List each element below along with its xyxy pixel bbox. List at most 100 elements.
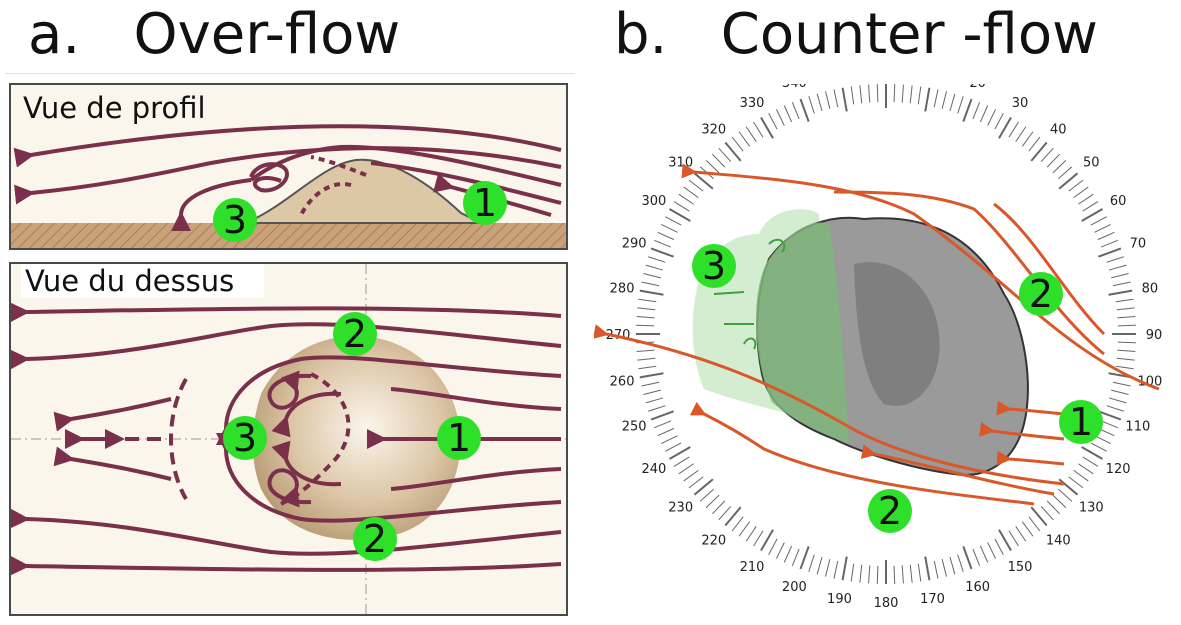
compass-tick [962,546,973,570]
compass-tick [731,136,744,152]
compass-tick [688,179,704,192]
compass-label-70: 70 [1130,236,1147,251]
compass-tick [1040,506,1054,521]
compass-tick [1117,349,1136,352]
compass-tick [1082,456,1099,467]
compass-tick [868,565,871,584]
compass-label-130: 130 [1079,500,1104,515]
compass-tick [718,506,732,521]
compass-tick [637,307,656,311]
compass-tick [1073,469,1089,482]
compass-tick [833,560,839,579]
compass-tick [775,109,785,126]
compass-tick [693,172,714,190]
streamlines [13,124,562,232]
compass-tick [1052,159,1067,174]
compass-label-230: 230 [668,500,693,515]
compass-tick [1015,126,1027,142]
marker-2-upper: 2 [333,312,377,356]
compass-tick [868,84,871,103]
compass-tick [1090,216,1107,226]
compass-tick [650,247,674,258]
compass-tick [1046,153,1061,168]
compass-tick [1030,141,1048,162]
marker-3: 3 [692,244,736,288]
compass-tick [1108,289,1133,296]
compass-tick [718,147,732,162]
marker-1: 1 [463,181,507,225]
compass-tick [917,563,922,582]
compass-tick [1117,341,1136,344]
compass-tick [799,546,810,570]
compass-label-90: 90 [1146,328,1163,343]
compass-label-210: 210 [740,560,765,575]
compass-tick [648,405,666,412]
compass-tick [933,560,939,579]
compass-tick [654,239,672,248]
compass-tick [760,529,774,552]
compass-tick [657,231,675,241]
divider [5,73,575,74]
compass-tick [699,488,714,502]
compass-label-110: 110 [1125,420,1150,435]
compass-tick [1117,324,1136,327]
compass-tick [1082,201,1099,212]
compass-tick [876,565,879,584]
compass-tick [753,121,764,138]
compass-tick [683,186,699,199]
lee-eddies [713,238,786,350]
compass-tick [808,96,815,114]
compass-tick [949,556,956,575]
compass-tick [941,558,947,577]
compass-tick [645,397,664,404]
compass-tick [1058,172,1079,190]
compass-tick [745,126,757,142]
compass-tick [1106,405,1124,412]
compass-tick [1081,446,1104,460]
compass-tick [1115,365,1134,370]
compass-label-340: 340 [782,84,807,91]
compass-tick [799,98,810,122]
compass-tick [665,216,682,226]
compass-label-220: 220 [701,533,726,548]
compass-tick [657,427,675,437]
compass-tick [775,542,785,559]
compass-label-140: 140 [1046,533,1071,548]
compass-tick [738,131,751,147]
compass-label-50: 50 [1083,156,1100,171]
compass-tick [1040,147,1054,162]
compass-tick [1098,410,1122,421]
compass-tick [791,102,800,120]
compass-tick [673,456,690,467]
compass-tick [909,85,913,104]
marker-2-upper: 2 [1019,272,1063,316]
hill [245,158,482,224]
compass-tick [638,298,657,303]
marker-3: 3 [223,416,267,460]
compass-tick [643,273,662,279]
compass-label-60: 60 [1110,194,1127,209]
compass-tick [678,193,694,205]
compass-tick [972,548,981,566]
ground [11,223,566,248]
compass-tick [636,316,655,319]
compass-label-290: 290 [622,236,647,251]
compass-tick [1078,463,1094,475]
compass-tick [745,526,757,542]
compass-tick [724,506,742,527]
compass-label-250: 250 [622,420,647,435]
compass-tick [1110,389,1129,395]
compass-label-160: 160 [965,580,990,595]
compass-tick [1073,186,1089,199]
compass-tick [901,565,904,584]
marker-2-lower: 2 [353,517,397,561]
compass-tick [893,565,896,584]
compass-rose: 0102030405060708090100110120130140150160… [592,60,1163,611]
compass-tick [987,109,997,126]
profile-view-label: Vue de profil [19,91,210,125]
compass-tick [808,554,815,572]
compass-label-180: 180 [874,596,899,611]
compass-tick [783,105,793,123]
compass-tick [683,469,699,482]
compass-tick [636,324,655,327]
